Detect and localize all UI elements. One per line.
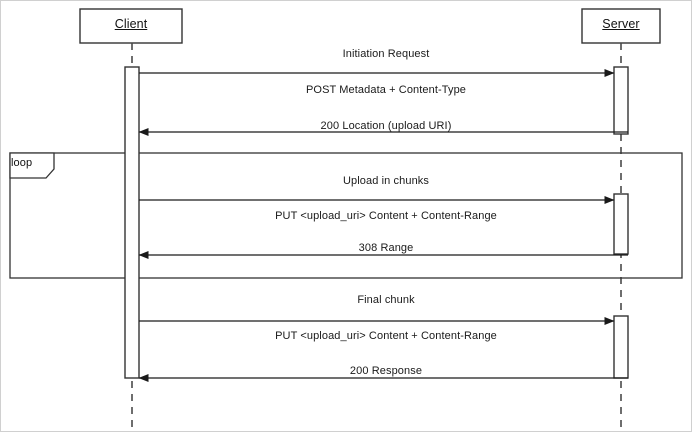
activation-bar-client	[124, 66, 140, 379]
message-label-m5: PUT <upload_uri> Content + Content-Range	[275, 330, 497, 342]
fragment-loop-tab	[9, 152, 55, 179]
participant-label-server: Server	[602, 17, 640, 31]
participant-label-client: Client	[114, 17, 148, 31]
participant-box-server	[581, 8, 661, 44]
fragment-operator-label-loop: loop	[11, 157, 33, 169]
activation-bar-server-1	[613, 66, 629, 135]
participant-box-client	[79, 8, 183, 44]
message-label-m1: POST Metadata + Content-Type	[305, 84, 467, 96]
activation-bar-server-2	[613, 193, 629, 255]
activation-bar-server-3	[613, 315, 629, 379]
message-caption-m1: Initiation Request	[342, 48, 430, 60]
message-label-m6: 200 Response	[349, 365, 423, 377]
message-label-m2: 200 Location (upload URI)	[320, 120, 452, 132]
message-caption-m3: Upload in chunks	[343, 175, 429, 187]
message-label-m3: PUT <upload_uri> Content + Content-Range	[275, 210, 497, 222]
fragment-loop-box	[9, 152, 683, 279]
message-caption-m5: Final chunk	[357, 294, 415, 306]
message-label-m4: 308 Range	[358, 242, 414, 254]
